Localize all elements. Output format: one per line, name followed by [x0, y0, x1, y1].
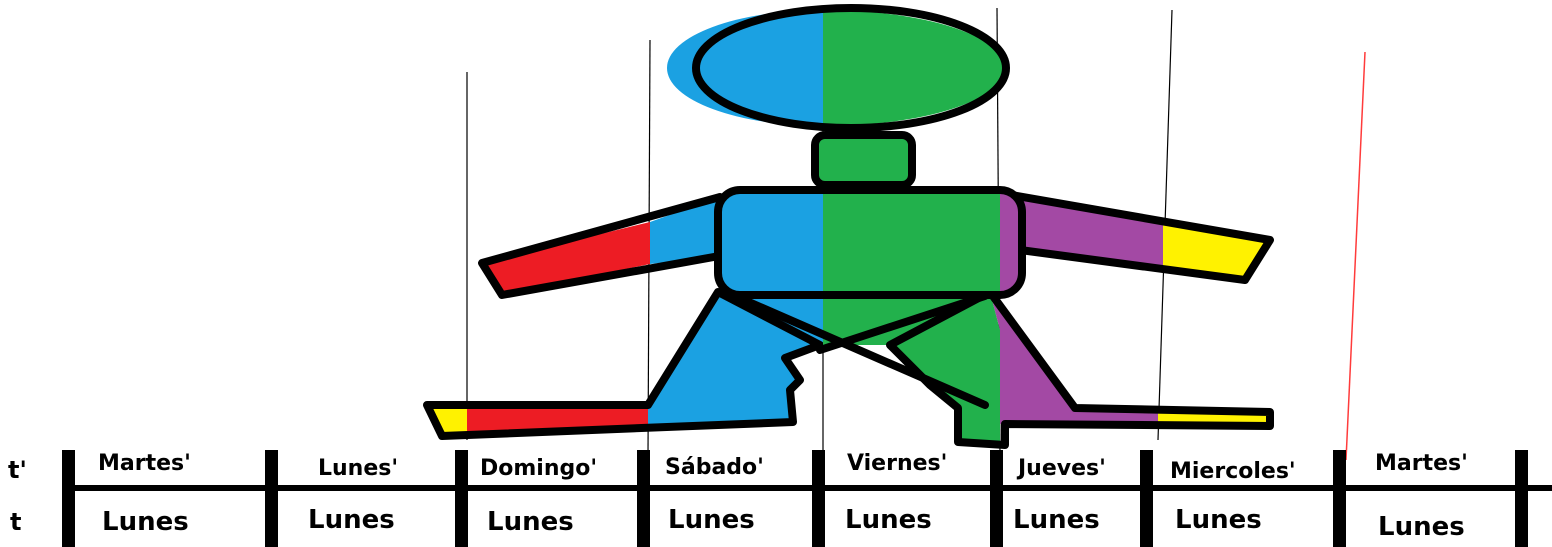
torso-green [823, 190, 1000, 295]
separator-9 [1515, 450, 1528, 547]
row-label-t-prime: t' [8, 456, 27, 484]
top-cell: Martes' [98, 451, 191, 476]
top-cell: Jueves' [1016, 456, 1106, 481]
neck [811, 131, 916, 189]
bottom-cell: Lunes [1013, 505, 1100, 535]
separator-5 [812, 450, 825, 547]
left-leg-outline [423, 288, 824, 440]
head-outline [692, 4, 1010, 132]
torso-blue [718, 190, 823, 295]
torso-purple [1000, 190, 1022, 295]
day-table: t' t Martes' Lunes' Domingo' Sábado' Vie… [8, 450, 1552, 547]
bottom-cell: Lunes [668, 505, 755, 535]
bottom-cell: Lunes [487, 507, 574, 537]
left-upperarm-blue [650, 197, 725, 264]
bottom-cell: Lunes [1378, 512, 1465, 542]
head [667, 4, 1010, 132]
left-foot-yellow [427, 405, 467, 436]
top-cell: Lunes' [318, 456, 398, 481]
head-blue [667, 10, 823, 126]
bottom-row: Lunes Lunes Lunes Lunes Lunes Lunes Lune… [102, 505, 1465, 542]
guide-line-red [1345, 51, 1366, 461]
bottom-cell: Lunes [308, 505, 395, 535]
separator-7 [1140, 450, 1153, 547]
pelvis-line-b [816, 292, 989, 354]
left-leg [423, 288, 824, 440]
right-leg [823, 288, 1274, 449]
top-cell: Miercoles' [1170, 459, 1296, 484]
separator-6 [990, 450, 1003, 547]
head-green [823, 10, 1005, 126]
top-cell: Martes' [1375, 451, 1468, 476]
pelvis-cross [731, 292, 989, 409]
torso [714, 186, 1026, 299]
pelvis-line-a [731, 292, 989, 409]
separator-1 [62, 450, 75, 547]
right-leg-green [823, 292, 1000, 445]
table-separators [62, 450, 1528, 547]
top-cell: Viernes' [847, 451, 947, 476]
torso-outline [714, 186, 1026, 299]
separator-4 [637, 450, 650, 547]
bottom-cell: Lunes [845, 505, 932, 535]
top-row: Martes' Lunes' Domingo' Sábado' Viernes'… [98, 451, 1468, 484]
row-label-t: t [10, 508, 21, 536]
top-cell: Domingo' [480, 456, 597, 481]
left-arm [478, 193, 729, 299]
left-forearm-red [482, 222, 650, 295]
separator-3 [455, 450, 468, 547]
bottom-cell: Lunes [102, 507, 189, 537]
right-leg-purple [990, 292, 1158, 426]
separator-8 [1333, 450, 1346, 547]
bottom-cell: Lunes [1175, 505, 1262, 535]
separator-2 [265, 450, 278, 547]
top-cell: Sábado' [665, 455, 764, 480]
right-arm [996, 189, 1274, 284]
